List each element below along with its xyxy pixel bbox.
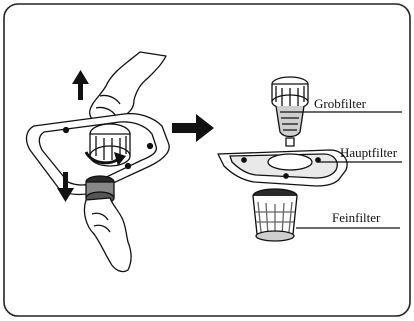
left-illustration — [27, 52, 170, 272]
label-feinfilter: Feinfilter — [332, 210, 381, 225]
label-hauptfilter: Hauptfilter — [340, 145, 398, 160]
plate-hole — [148, 144, 153, 149]
lower-hand — [84, 198, 131, 272]
arrow-right-icon — [172, 114, 214, 142]
label-grobfilter: Grobfilter — [314, 96, 367, 111]
plate-hole — [126, 164, 131, 169]
plate-hole — [64, 128, 69, 133]
main-filter — [218, 150, 347, 186]
fine-filter — [253, 189, 297, 241]
arrow-up-icon — [72, 70, 89, 100]
